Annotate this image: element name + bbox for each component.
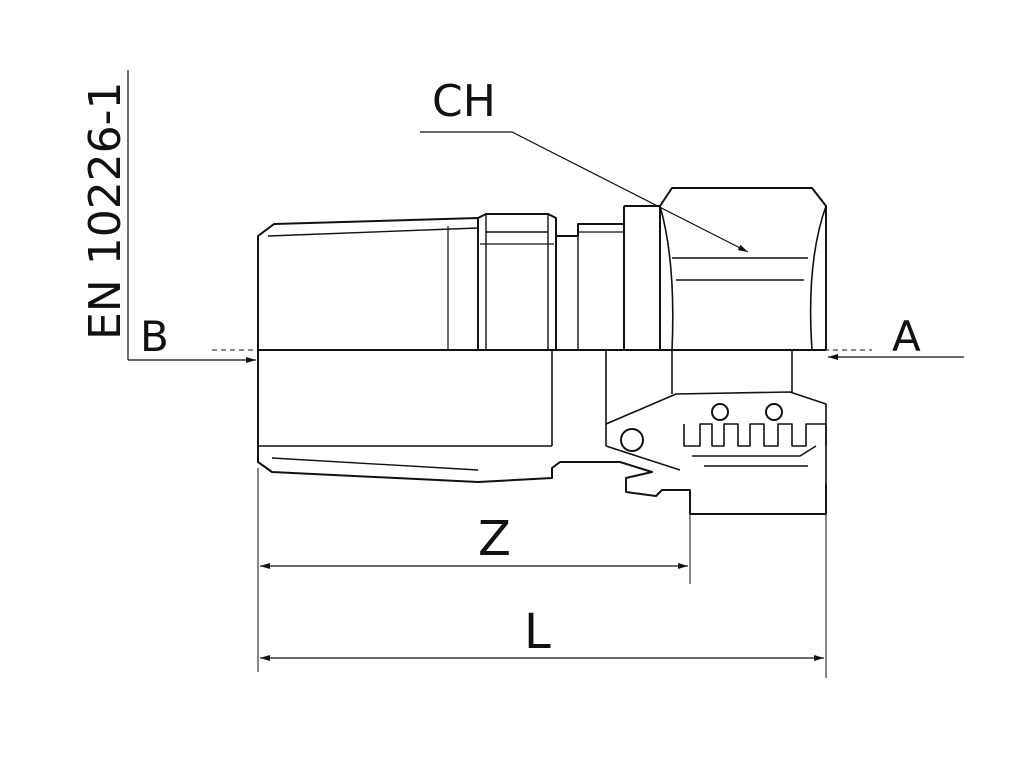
thread-line xyxy=(267,227,479,237)
pipe-inner xyxy=(692,445,817,457)
nut-contour xyxy=(659,205,674,351)
o-ring xyxy=(711,403,729,421)
neck xyxy=(556,223,625,350)
dim-z-label: Z xyxy=(478,511,511,567)
nut-contour xyxy=(809,205,827,351)
ch-leader xyxy=(420,131,749,253)
o-ring xyxy=(620,428,644,452)
dim-l-label: L xyxy=(524,604,551,660)
lower-thread xyxy=(257,350,578,483)
wrench-size-label: CH xyxy=(432,76,496,127)
corrugated-pipe xyxy=(683,423,827,447)
fitting-body xyxy=(257,187,827,515)
compression-nut xyxy=(659,187,827,350)
lower-body xyxy=(578,461,827,515)
end-a-label: A xyxy=(892,312,921,361)
thread-line xyxy=(271,457,479,471)
standard-label: EN 10226-1 xyxy=(80,81,131,340)
hex-body-1 xyxy=(477,213,557,350)
collar xyxy=(624,205,661,350)
lower-edge xyxy=(605,445,681,471)
end-b-label: B xyxy=(140,312,169,361)
o-ring xyxy=(765,403,783,421)
male-thread-outline xyxy=(257,217,479,350)
